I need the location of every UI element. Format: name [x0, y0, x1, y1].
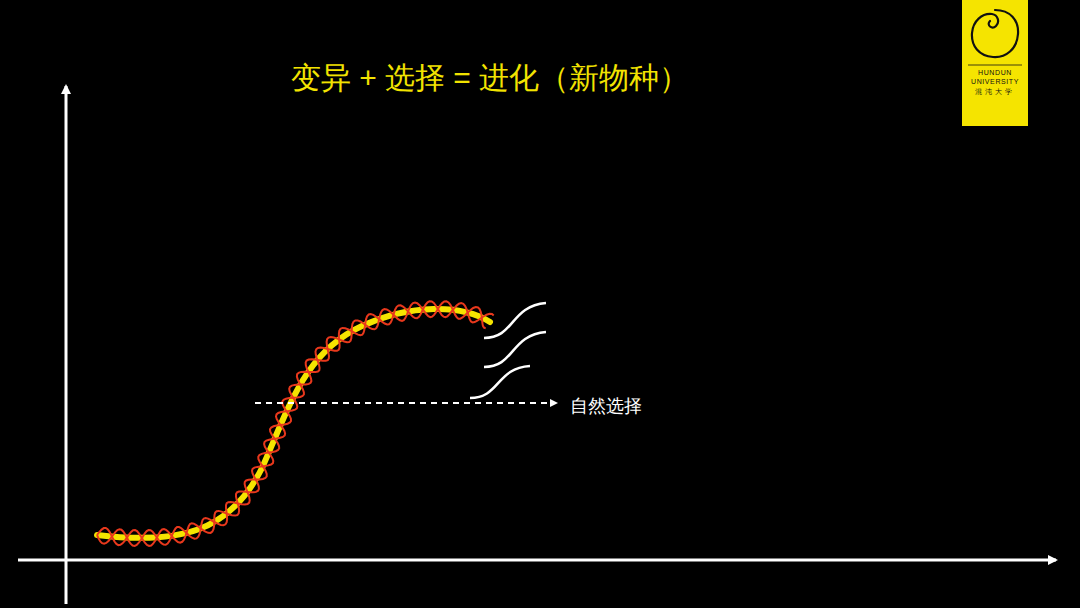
logo-circle — [972, 10, 1018, 57]
helix-strand — [97, 301, 486, 546]
selection-line — [255, 402, 556, 404]
y-axis — [65, 86, 68, 604]
logo-name: HUNDUN UNIVERSITY — [965, 68, 1025, 86]
logo-rule — [968, 65, 1022, 66]
logo-symbol — [962, 0, 1028, 126]
variant-curve — [484, 332, 546, 367]
logo-name-cn: 混沌大学 — [975, 87, 1015, 97]
dna-helix — [97, 301, 494, 546]
x-axis — [18, 559, 1056, 562]
curve-label: 自然选择 — [570, 394, 642, 418]
variant-curve — [470, 366, 530, 398]
helix-strand — [97, 301, 494, 546]
slide-title: 变异 + 选择 = 进化（新物种） — [240, 58, 740, 98]
s-curve — [97, 309, 490, 538]
logo-panel: HUNDUN UNIVERSITY混沌大学 — [962, 0, 1028, 126]
